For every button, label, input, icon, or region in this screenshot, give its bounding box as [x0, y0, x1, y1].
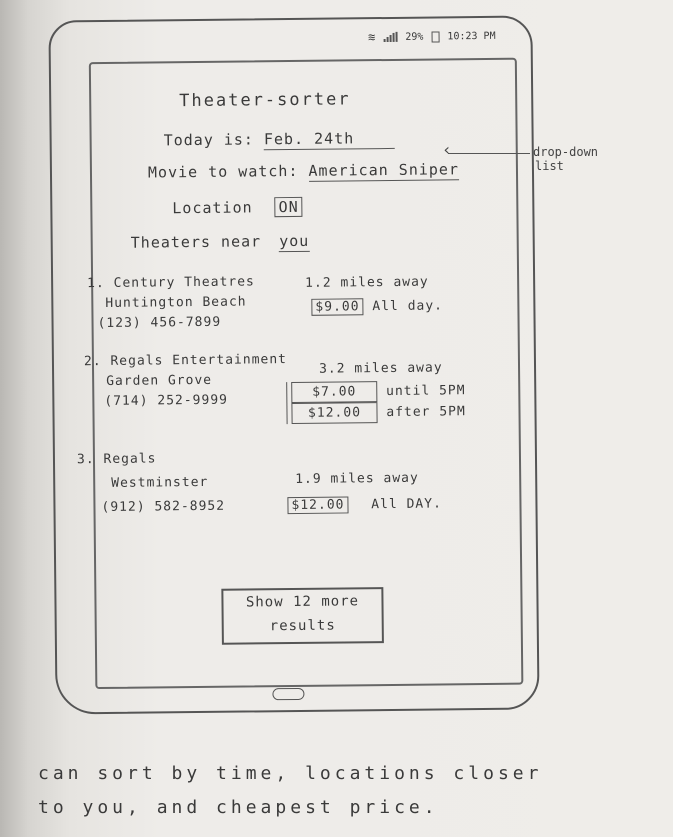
theater-phone: (714) 252-9999	[104, 392, 229, 409]
price-note: until 5PM	[386, 383, 466, 400]
theater-price-1: $9.00 All day.	[311, 298, 444, 316]
show-more-results-button[interactable]: Show 12 more results	[221, 587, 384, 645]
theater-distance-3: 1.9 miles away	[295, 470, 419, 487]
price-note: All DAY.	[371, 496, 442, 513]
app-title: Theater-sorter	[179, 89, 351, 112]
theater-price-3: $12.00 All DAY.	[287, 496, 442, 515]
price-box: $12.00	[287, 496, 349, 515]
near-row: Theaters near you	[130, 231, 310, 253]
show-more-label-2: results	[269, 617, 336, 635]
theater-index: 2.	[83, 354, 102, 370]
theater-name: Century Theatres	[113, 274, 255, 291]
theater-name: Regals Entertainment	[110, 352, 288, 369]
theater-index: 1.	[87, 275, 105, 292]
home-button[interactable]	[272, 687, 305, 701]
price-box: $7.00	[291, 381, 378, 404]
price-note: after 5PM	[386, 404, 466, 421]
theater-city: Garden Grove	[106, 372, 213, 389]
theater-phone: (123) 456-7899	[97, 314, 222, 332]
show-more-label: Show 12 more	[245, 593, 360, 611]
battery-percent: 29%	[405, 31, 424, 43]
theater-name: Regals	[103, 451, 157, 468]
today-value: Feb. 24th	[263, 128, 395, 151]
dropdown-annotation: drop-down list	[442, 143, 599, 173]
theater-city: Westminster	[111, 474, 209, 491]
annotation-arrow	[442, 143, 530, 157]
status-bar: ≋ 29% 10:23 PM	[368, 29, 496, 44]
today-row: Today is: Feb. 24th	[163, 128, 395, 151]
theater-item-1[interactable]: 1. Century Theatres Huntington Beach (12…	[87, 272, 255, 334]
theater-index: 3.	[76, 452, 95, 468]
price-box: $9.00	[311, 298, 364, 316]
location-toggle[interactable]: ON	[274, 196, 303, 218]
movie-label: Movie to watch:	[147, 161, 299, 182]
price-note: All day.	[372, 298, 444, 315]
location-row: Location ON	[172, 196, 303, 218]
movie-dropdown[interactable]: American Sniper	[308, 160, 460, 182]
annotation-line1: drop-down	[533, 145, 599, 159]
wifi-icon: ≋	[368, 30, 376, 45]
caption-line2: to you, and cheapest price.	[38, 797, 439, 818]
theater-item-3[interactable]: 3. Regals Westminster (912) 582-8952	[77, 447, 225, 521]
theater-distance-1: 1.2 miles away	[305, 274, 429, 291]
theater-distance-2: 3.2 miles away	[318, 360, 443, 377]
annotation-line2: list	[535, 159, 564, 173]
theater-price-2: $7.00 until 5PM $12.00 after 5PM	[286, 380, 466, 425]
price-box: $12.00	[291, 402, 378, 425]
theater-item-2[interactable]: 2. Regals Entertainment Garden Grove (71…	[84, 350, 288, 412]
caption-line1: can sort by time, locations closer	[38, 763, 543, 784]
clock: 10:23 PM	[447, 30, 496, 42]
signal-icon	[383, 31, 398, 43]
near-value: you	[279, 231, 310, 253]
tablet-frame: ≋ 29% 10:23 PM Theater-sorter Today is: …	[48, 15, 540, 715]
near-label: Theaters near	[130, 232, 262, 252]
theater-city: Huntington Beach	[105, 294, 247, 311]
location-label: Location	[172, 198, 253, 218]
sketch-caption: can sort by time, locations closer to yo…	[38, 757, 542, 825]
theater-phone: (912) 582-8952	[101, 498, 226, 516]
today-label: Today is:	[163, 130, 255, 150]
movie-row: Movie to watch: American Sniper	[147, 160, 460, 182]
battery-icon	[431, 30, 440, 43]
